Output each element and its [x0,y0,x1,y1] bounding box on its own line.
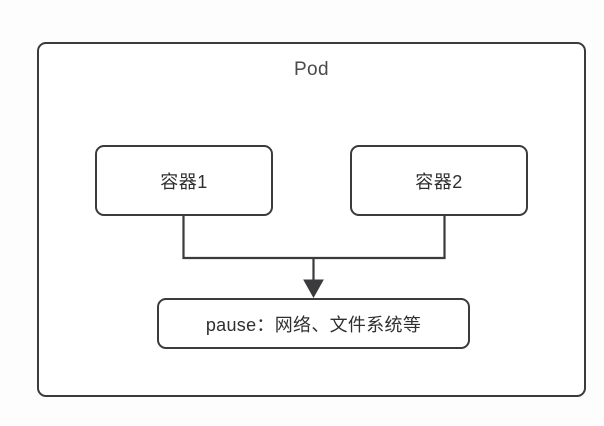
container-2-label: 容器2 [415,171,463,192]
pause-container-box: pause：网络、文件系统等 [157,298,470,349]
container-1-label: 容器1 [160,171,208,192]
pause-container-label: pause：网络、文件系统等 [205,314,422,335]
container-box-1: 容器1 [95,145,273,216]
pod-title-label: Pod [293,59,329,80]
container-box-2: 容器2 [350,145,528,216]
